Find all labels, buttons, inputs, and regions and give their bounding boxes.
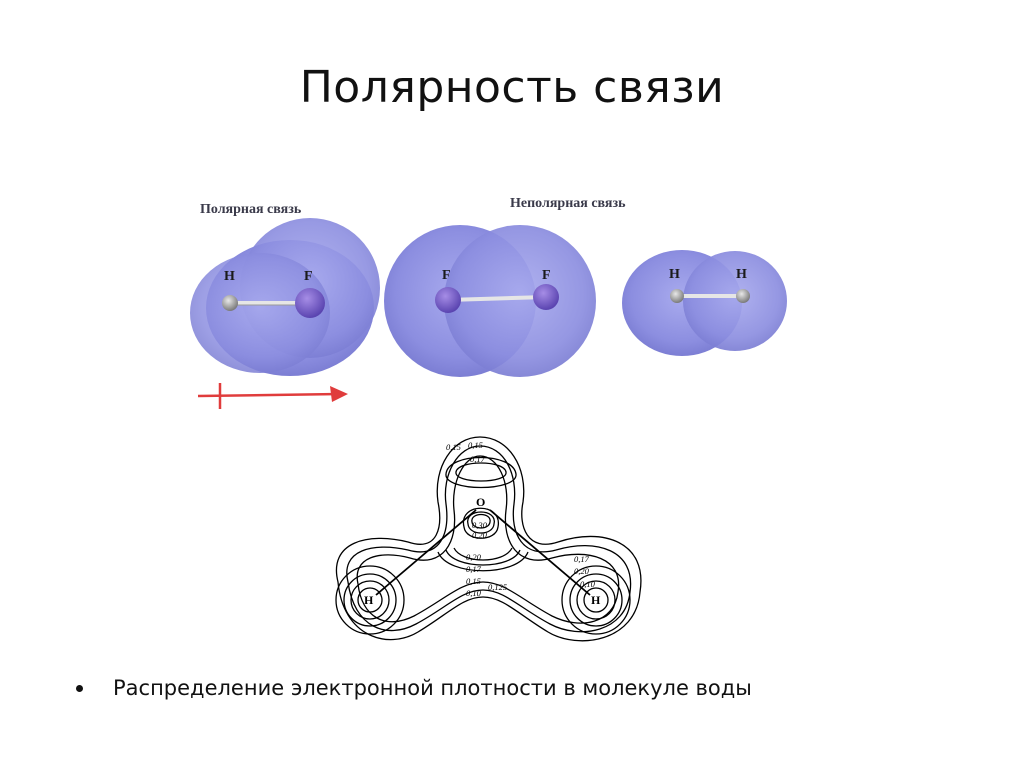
ff-molecule: F F bbox=[384, 225, 596, 377]
hh-atom2-label: H bbox=[736, 267, 747, 282]
bullet-list: Распределение электронной плотности в мо… bbox=[72, 676, 752, 700]
ff-atom2-label: F bbox=[542, 268, 551, 283]
h-left-atom-label: H bbox=[364, 593, 374, 607]
f-atom bbox=[295, 288, 325, 318]
h-atom bbox=[222, 295, 238, 311]
list-item: Распределение электронной плотности в мо… bbox=[72, 676, 752, 700]
nonpolar-bond-label: Неполярная связь bbox=[510, 196, 626, 211]
contour-label: 0,20 bbox=[466, 552, 482, 562]
contour-label: 0,15 bbox=[446, 442, 461, 452]
hf-atom2-label: F bbox=[304, 269, 313, 284]
hf-atom1-label: H bbox=[224, 269, 235, 284]
contour-label: 0,10 bbox=[580, 579, 596, 589]
hh-atom1-label: H bbox=[669, 267, 680, 282]
contour-label: 0,125 bbox=[488, 582, 507, 592]
hh-molecule: H H bbox=[622, 250, 787, 356]
contour-label: 0,10 bbox=[466, 588, 482, 598]
electron-cloud-figure: Полярная связь Неполярная связь H F bbox=[180, 183, 800, 423]
slide-title: Полярность связи bbox=[299, 62, 725, 113]
contour-label: 0,15 bbox=[466, 576, 481, 586]
contour-label: 0,20 bbox=[472, 530, 488, 540]
bullet-icon bbox=[76, 684, 83, 692]
ff-atom1-label: F bbox=[442, 268, 451, 283]
contour-label: 0,30 bbox=[472, 520, 488, 530]
hf-molecule: H F bbox=[190, 218, 380, 376]
contour-label: 0,17 bbox=[470, 454, 486, 464]
h-right-atom-label: H bbox=[591, 593, 601, 607]
o-atom-label: O bbox=[476, 495, 485, 509]
contour-label: 0,17 bbox=[574, 554, 590, 564]
dipole-arrow bbox=[197, 383, 348, 409]
contour-label: 0,17 bbox=[466, 564, 482, 574]
contour-label: 0,20 bbox=[574, 566, 590, 576]
contour-label: 0,15 bbox=[468, 440, 483, 450]
polar-bond-label: Полярная связь bbox=[200, 202, 302, 217]
water-density-contour-map: O H H 0,15 0,15 0,17 0,30 0,20 0,20 0,17… bbox=[318, 432, 658, 662]
bullet-text: Распределение электронной плотности в мо… bbox=[113, 676, 752, 700]
